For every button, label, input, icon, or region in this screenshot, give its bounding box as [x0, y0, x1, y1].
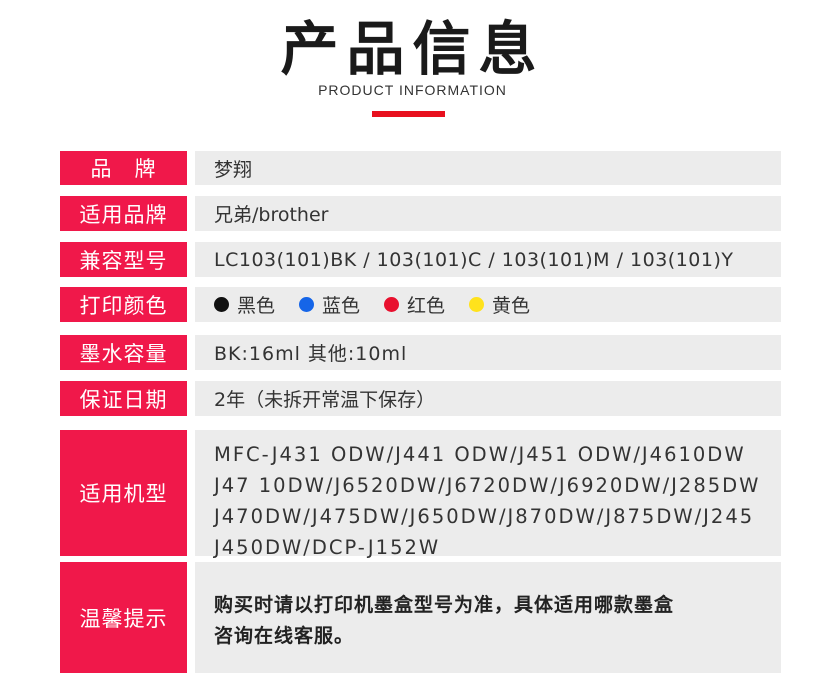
yellow-dot-icon: [469, 297, 485, 312]
title-underline: [372, 111, 445, 117]
label-capacity: 墨水容量: [60, 335, 187, 370]
row-models: 适用机型 MFC-J431 ODW/J441 ODW/J451 ODW/J461…: [60, 430, 781, 559]
row-warranty: 保证日期 2年（未拆开常温下保存）: [60, 381, 781, 416]
label-colors: 打印颜色: [60, 287, 187, 322]
value-capacity: BK:16ml 其他:10ml: [195, 335, 781, 370]
value-fit-brand: 兄弟/brother: [195, 196, 781, 231]
label-tips: 温馨提示: [60, 562, 187, 673]
label-warranty: 保证日期: [60, 381, 187, 416]
page-subtitle: PRODUCT INFORMATION: [318, 82, 507, 98]
label-compat: 兼容型号: [60, 242, 187, 277]
value-colors: 黑色 蓝色 红色 黄色: [195, 287, 781, 322]
row-brand: 品 牌 梦翔: [60, 151, 781, 185]
model-line: J450DW/DCP-J152W: [214, 536, 441, 559]
model-line: J470DW/J475DW/J650DW/J870DW/J875DW/J245: [214, 505, 755, 528]
row-colors: 打印颜色 黑色 蓝色 红色 黄色: [60, 287, 781, 322]
value-warranty: 2年（未拆开常温下保存）: [195, 381, 781, 416]
model-line: MFC-J431 ODW/J441 ODW/J451 ODW/J4610DW: [214, 443, 746, 466]
red-dot-icon: [384, 297, 400, 312]
page-title: 产品信息: [280, 15, 545, 83]
black-dot-icon: [214, 297, 229, 312]
value-brand: 梦翔: [195, 151, 781, 185]
color-name: 黄色: [492, 295, 531, 317]
row-compat: 兼容型号 LC103(101)BK / 103(101)C / 103(101)…: [60, 242, 781, 277]
row-fit-brand: 适用品牌 兄弟/brother: [60, 196, 781, 231]
tip-line: 咨询在线客服。: [214, 625, 355, 647]
label-models: 适用机型: [60, 430, 187, 556]
label-fit-brand: 适用品牌: [60, 196, 187, 231]
color-name: 蓝色: [322, 295, 361, 317]
color-name: 黑色: [237, 295, 276, 317]
blue-dot-icon: [299, 297, 315, 312]
model-line: J47 10DW/J6520DW/J6720DW/J6920DW/J285DW: [214, 474, 761, 497]
label-brand: 品 牌: [60, 151, 187, 185]
row-capacity: 墨水容量 BK:16ml 其他:10ml: [60, 335, 781, 370]
value-compat: LC103(101)BK / 103(101)C / 103(101)M / 1…: [195, 242, 781, 277]
row-tips: 温馨提示 购买时请以打印机墨盒型号为准，具体适用哪款墨盒 咨询在线客服。: [60, 562, 781, 673]
tip-line: 购买时请以打印机墨盒型号为准，具体适用哪款墨盒: [214, 594, 675, 616]
value-tips: 购买时请以打印机墨盒型号为准，具体适用哪款墨盒 咨询在线客服。: [195, 562, 781, 673]
value-models: MFC-J431 ODW/J441 ODW/J451 ODW/J4610DW J…: [195, 430, 781, 559]
color-name: 红色: [407, 295, 446, 317]
